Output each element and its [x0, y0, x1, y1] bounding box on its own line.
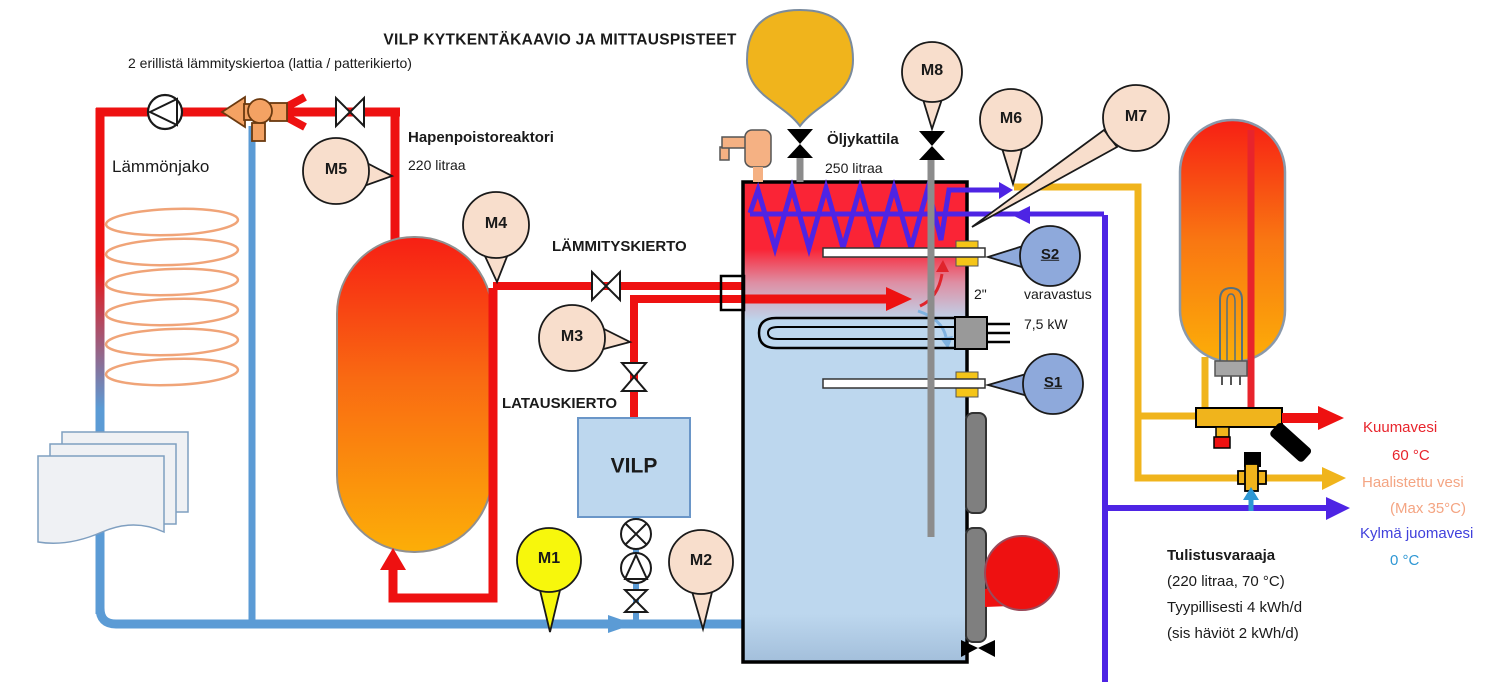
sensor-s1-label: S1 — [1043, 373, 1063, 391]
expansion-vessel — [745, 8, 855, 128]
preheated-water-pipe — [1014, 183, 1324, 482]
measurement-balloons — [302, 41, 1170, 633]
balloon-m2 — [668, 529, 734, 633]
cold-water-label: Kylmä juomavesi — [1360, 525, 1474, 542]
boiler-volume: 250 litraa — [825, 160, 883, 176]
hot-water-temp: 60 °C — [1392, 447, 1430, 464]
expansion-valve-icon — [787, 129, 813, 158]
cold-water-temp: 0 °C — [1390, 552, 1420, 569]
superheater-element — [1214, 286, 1248, 385]
page-title: VILP KYTKENTÄKAAVIO JA MITTAUSPISTEET — [383, 31, 737, 49]
return-bottom-pipe — [95, 607, 743, 629]
balloon-m6 — [979, 88, 1043, 188]
reactor-name: Hapenpoistoreaktori — [408, 129, 554, 146]
drain-valve-icon — [961, 640, 995, 657]
hot-out-arrow — [1318, 406, 1344, 430]
superheater-name: Tulistusvaraaja — [1167, 547, 1276, 564]
charging-valve-icon — [619, 362, 649, 392]
subtitle: 2 erillistä lämmityskiertoa (lattia / pa… — [128, 55, 412, 71]
distribution-label: Lämmönjako — [112, 157, 210, 176]
reactor-charge-pipe — [388, 288, 498, 603]
floor-panels — [37, 431, 189, 544]
preheat-coil — [747, 178, 1001, 258]
heat-pump-fittings — [620, 518, 652, 613]
balloon-m7 — [971, 84, 1170, 228]
mount-tab-upper — [965, 412, 987, 514]
wall-fitting-box — [719, 274, 746, 312]
point-m1-label: M1 — [537, 550, 561, 568]
boiler-name: Öljykattila — [827, 131, 899, 148]
heating-circuit-label: LÄMMITYSKIERTO — [552, 238, 687, 255]
circulation-pump-icon — [146, 93, 184, 131]
m8-valve-icon — [919, 131, 945, 160]
charging-circuit — [493, 269, 743, 624]
sensor-rod-s2 — [822, 240, 986, 267]
sensor-s2-label: S2 — [1040, 245, 1060, 263]
point-m7-label: M7 — [1124, 108, 1148, 126]
balloon-s2 — [984, 225, 1081, 287]
rising-warm-arrow-head — [936, 260, 949, 272]
point-m3-label: M3 — [560, 328, 584, 346]
superheater-tank — [1178, 118, 1287, 364]
electric-element — [757, 316, 1010, 350]
tempering-valve — [1237, 463, 1267, 492]
mixing-valve-icon — [220, 95, 288, 142]
floor-heating-coil — [104, 207, 240, 387]
manifold-drain-stub — [1215, 426, 1230, 438]
balloon-m8 — [901, 41, 963, 132]
heating-distribution-loop — [37, 93, 743, 633]
point-m4-label: M4 — [484, 215, 508, 233]
manifold-drain-valve — [1213, 436, 1231, 449]
boiler-top-equipment — [719, 8, 945, 182]
balloon-m5 — [302, 137, 395, 205]
return-flow-arrow — [608, 615, 634, 633]
point-m5-label: M5 — [324, 161, 348, 179]
heating-valve-icon — [591, 269, 621, 303]
boiler-internals — [744, 158, 1104, 537]
sinking-cool-arrow — [917, 309, 948, 338]
reactor-loop — [336, 108, 498, 603]
tempered-water-label: Haalistettu vesi — [1362, 474, 1464, 491]
charging-supply-pipe — [630, 295, 743, 420]
heat-pump-box — [577, 417, 691, 518]
charge-inlet-arrow — [886, 287, 912, 311]
reactor-inlet-arrow — [380, 548, 406, 570]
superheater-typical: Tyypillisesti 4 kWh/d — [1167, 599, 1303, 616]
inlet-size-label: 2" — [974, 286, 987, 302]
heat-pump-label: VILP — [610, 454, 658, 478]
balloon-m1 — [516, 527, 582, 633]
lever-handle-icon — [1270, 422, 1312, 462]
domestic-water-piping — [1014, 183, 1350, 682]
charging-circuit-label: LATAUSKIERTO — [502, 395, 617, 412]
tempered-out-arrow — [1322, 467, 1346, 490]
mount-tab-lower — [965, 527, 987, 643]
sensor-rod-s1 — [822, 371, 986, 398]
mixing-manifold — [1195, 407, 1283, 428]
boiler-side-equipment — [961, 412, 1060, 657]
superheater-losses: (sis häviöt 2 kWh/d) — [1167, 625, 1299, 642]
superheater-specs: (220 litraa, 70 °C) — [1167, 573, 1285, 590]
backup-power-label: 7,5 kW — [1024, 316, 1068, 332]
faucet-icon — [719, 129, 772, 182]
balloon-s1 — [984, 353, 1084, 415]
backup-heater-label: varavastus — [1024, 286, 1092, 302]
deaeration-reactor-tank — [336, 236, 493, 553]
tempered-water-temp: (Max 35°C) — [1390, 500, 1467, 517]
cold-out-arrow — [1326, 497, 1350, 520]
coil-inlet-arrow — [1012, 206, 1030, 224]
hot-water-label: Kuumavesi — [1363, 419, 1438, 436]
balloon-m4 — [462, 191, 530, 285]
reactor-volume: 220 litraa — [408, 157, 466, 173]
cold-mix-arrow — [1243, 487, 1259, 500]
balloon-m3 — [538, 304, 633, 372]
valve-icon — [335, 95, 365, 129]
superheater-assembly — [1178, 118, 1344, 511]
point-m6-label: M6 — [999, 110, 1023, 128]
oil-burner — [984, 535, 1060, 611]
point-m2-label: M2 — [689, 552, 713, 570]
coil-outlet-arrow — [999, 182, 1013, 199]
point-m8-label: M8 — [920, 62, 944, 80]
